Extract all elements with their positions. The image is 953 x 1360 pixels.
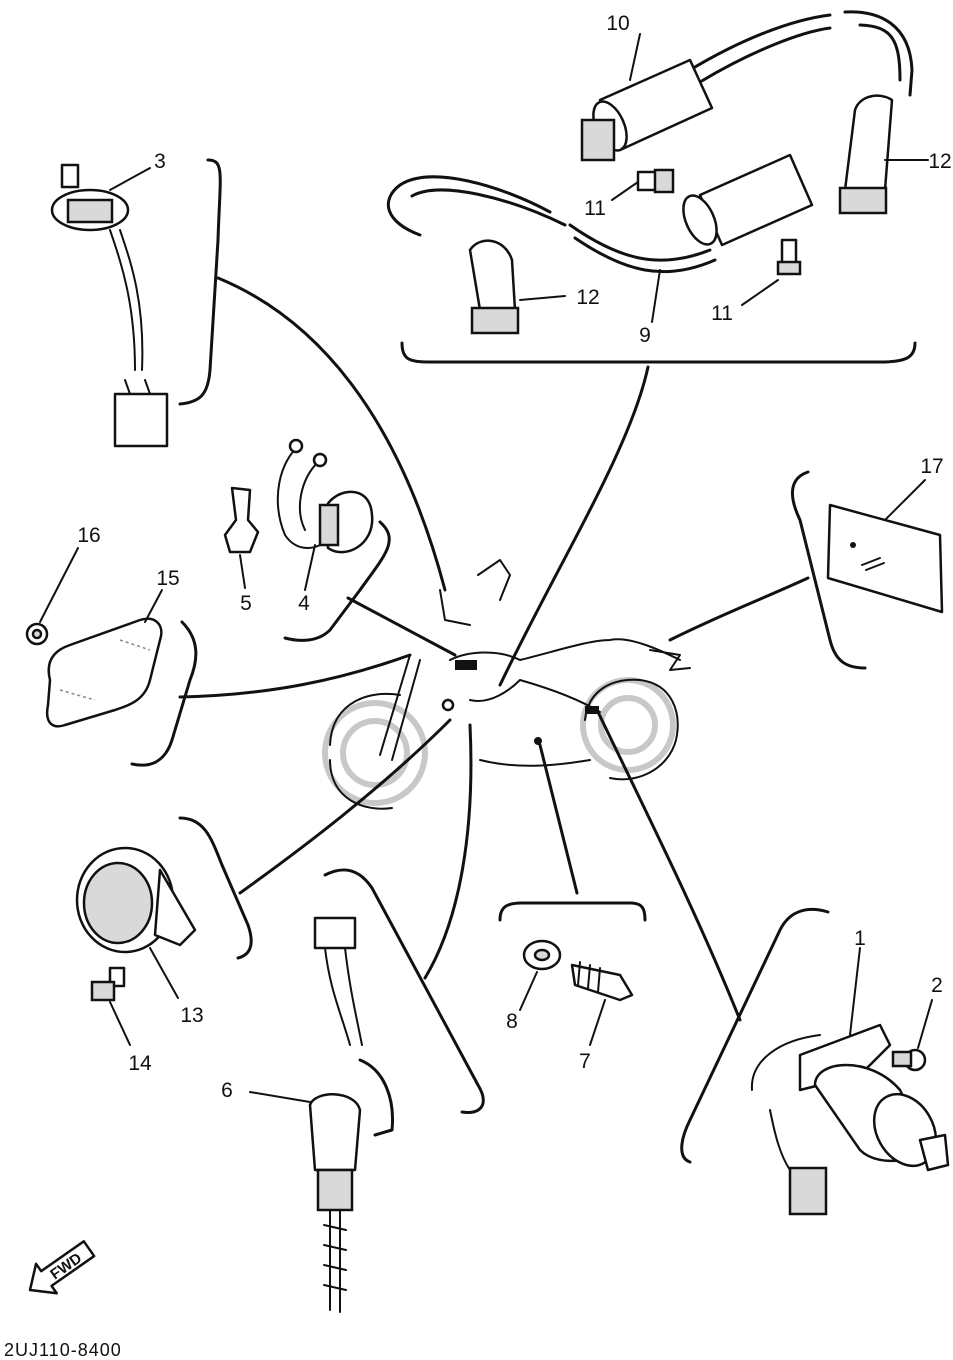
part-9-ignition-coil <box>386 153 814 323</box>
label-5: 5 <box>240 592 252 615</box>
part-6-sensor <box>249 916 395 1313</box>
part-1-main-switch <box>750 947 950 1216</box>
part-7-switch <box>570 961 634 1046</box>
label-2: 2 <box>931 974 943 997</box>
label-3: 3 <box>154 150 166 173</box>
drawing-code: 2UJ110-8400 <box>4 1340 122 1360</box>
group-brackets <box>130 158 917 1164</box>
label-16: 16 <box>77 524 100 547</box>
part-5-bracket <box>223 486 260 589</box>
part-12-plug-cap-right <box>838 94 929 215</box>
part-16-screw <box>25 547 79 646</box>
label-9: 9 <box>639 324 651 347</box>
label-8: 8 <box>506 1010 518 1033</box>
fwd-arrow-icon: FWD <box>28 1240 96 1295</box>
part-2-screw <box>891 999 933 1072</box>
label-11-upper: 11 <box>584 197 606 220</box>
label-12-right: 12 <box>928 150 951 173</box>
label-14: 14 <box>128 1052 152 1075</box>
label-11-lower: 11 <box>711 302 733 325</box>
label-15: 15 <box>156 567 179 590</box>
part-15-reflector <box>46 589 163 728</box>
part-12-plug-cap-left <box>468 239 566 335</box>
label-7: 7 <box>579 1050 591 1073</box>
part-8-washer <box>519 939 562 1011</box>
part-number-labels: 3 10 12 11 12 9 11 17 16 15 5 4 13 14 6 … <box>77 12 951 1102</box>
label-17: 17 <box>920 455 943 478</box>
part-3-switch <box>50 163 169 448</box>
part-13-horn <box>75 846 197 999</box>
label-1: 1 <box>854 927 866 950</box>
leader-lines <box>178 276 810 1022</box>
motorcycle-silhouette <box>322 559 691 810</box>
label-10: 10 <box>606 12 629 35</box>
label-13: 13 <box>180 1004 203 1027</box>
part-14-bolt <box>90 966 131 1046</box>
label-6: 6 <box>221 1079 233 1102</box>
part-4-relay-bracket <box>276 438 374 591</box>
part-11-bolt-upper <box>611 168 675 201</box>
part-17-reflector <box>826 479 944 614</box>
label-4: 4 <box>298 592 310 615</box>
label-12-left: 12 <box>576 286 599 309</box>
part-10-ignition-coil <box>580 10 914 162</box>
part-11-bolt-lower <box>741 238 802 306</box>
